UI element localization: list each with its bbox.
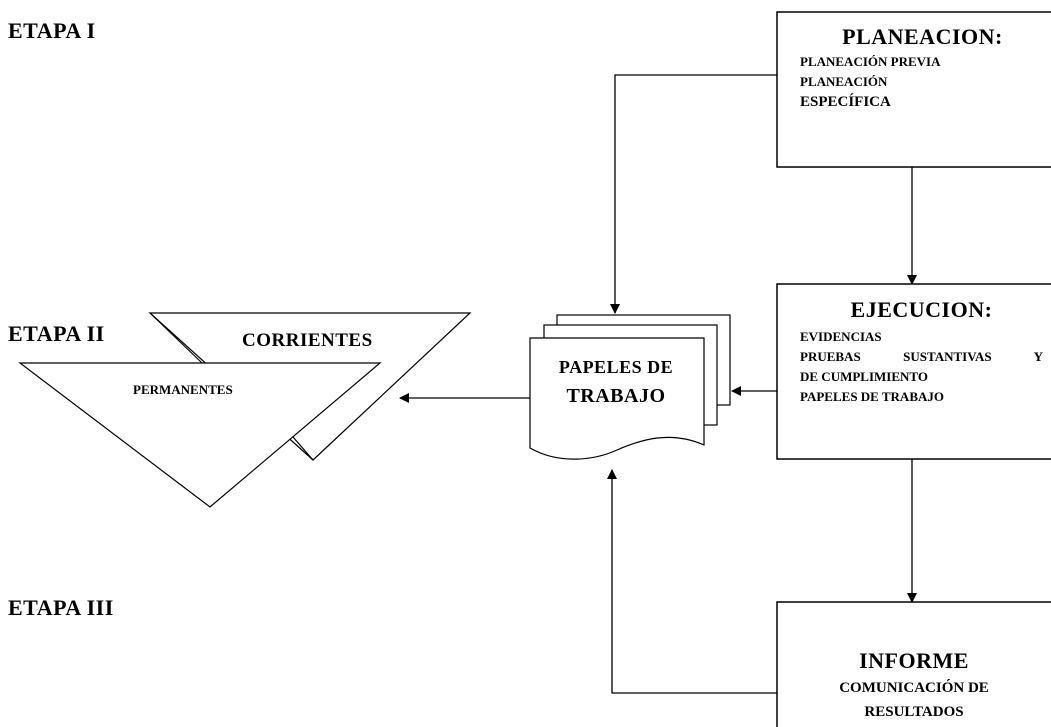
ejecucion-line-2: PRUEBAS SUSTANTIVAS Y [800, 349, 1043, 364]
planeacion-content: PLANEACION: PLANEACIÓN PREVIA PLANEACIÓN… [800, 24, 1045, 112]
stage-3-label: ETAPA III [8, 595, 114, 620]
informe-line-2: RESULTADOS [864, 704, 964, 720]
ejecucion-box [776, 283, 1051, 460]
papeles-line-1: PAPELES DE [558, 357, 674, 377]
papeles-line-2: TRABAJO [566, 385, 666, 407]
informe-content: INFORME COMUNICACIÓN DE RESULTADOS [800, 648, 1028, 724]
planeacion-line-3: ESPECÍFICA [800, 94, 891, 110]
informe-box [776, 601, 1051, 727]
stage-2-label: ETAPA II [8, 321, 105, 346]
planeacion-line-2: PLANEACIÓN [800, 74, 888, 89]
permanentes-triangle [18, 362, 382, 508]
arrow-planeacion-to-papeles [610, 74, 777, 314]
permanentes-label: PERMANENTES [133, 382, 233, 397]
ejecucion-content: EJECUCION: EVIDENCIAS PRUEBAS SUSTANTIVA… [800, 297, 1043, 407]
planeacion-title: PLANEACION: [842, 24, 1003, 49]
ejecucion-title: EJECUCION: [850, 297, 993, 322]
corrientes-label: CORRIENTES [242, 330, 373, 351]
ejecucion-line-1: EVIDENCIAS [800, 329, 882, 344]
informe-line-1: COMUNICACIÓN DE [839, 680, 989, 696]
arrow-informe-to-papeles [607, 469, 777, 694]
ejecucion-line-3: DE CUMPLIMIENTO [800, 369, 928, 384]
planeacion-line-1: PLANEACIÓN PREVIA [800, 54, 941, 69]
corrientes-triangle-hidden-edge [149, 312, 203, 364]
ejecucion-line-4: PAPELES DE TRABAJO [800, 389, 944, 404]
papeles-content: PAPELES DE TRABAJO [532, 353, 700, 411]
document-front [529, 337, 705, 460]
corrientes-triangle-hidden-edge-2 [292, 436, 314, 461]
planeacion-box [776, 11, 1051, 168]
informe-title: INFORME [859, 648, 969, 673]
stage-1-label: ETAPA I [8, 18, 96, 43]
